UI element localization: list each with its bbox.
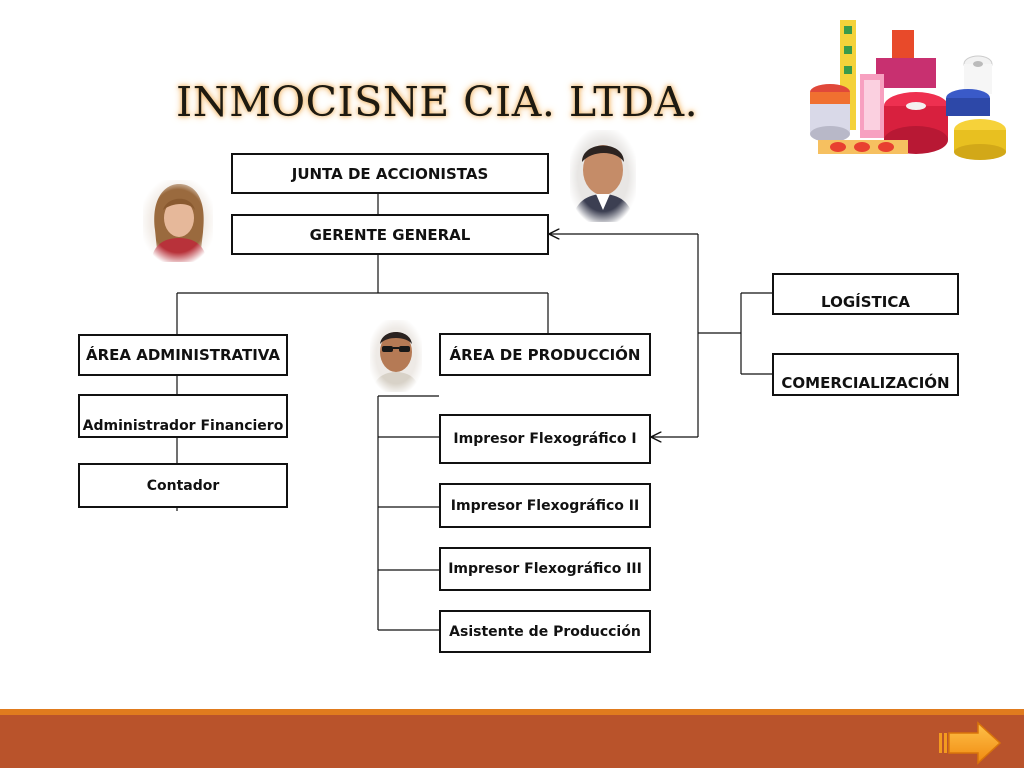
accountant-box: Contador — [78, 463, 288, 508]
man-portrait — [570, 130, 636, 222]
right-arrow-icon — [939, 721, 1002, 765]
label-rolls-product-photo — [808, 18, 1008, 160]
flexographic-printer-3-box: Impresor Flexográfico III — [439, 547, 651, 591]
woman-portrait — [143, 180, 213, 262]
flexographic-printer-2-box: Impresor Flexográfico II — [439, 483, 651, 528]
production-area-box: ÁREA DE PRODUCCIÓN — [439, 333, 651, 376]
production-assistant-box: Asistente de Producción — [439, 610, 651, 653]
logistics-box: LOGÍSTICA — [772, 273, 959, 315]
general-manager-box: GERENTE GENERAL — [231, 214, 549, 255]
slide-title: INMOCISNE CIA. LTDA. — [176, 78, 699, 126]
administrative-area-box: ÁREA ADMINISTRATIVA — [78, 334, 288, 376]
commercialization-box: COMERCIALIZACIÓN — [772, 353, 959, 396]
financial-administrator-box: Administrador Financiero — [78, 394, 288, 438]
board-of-shareholders-box: JUNTA DE ACCIONISTAS — [231, 153, 549, 194]
bottom-bar — [0, 715, 1024, 768]
flexographic-printer-1-box: Impresor Flexográfico I — [439, 414, 651, 464]
man-sunglasses-portrait — [370, 320, 422, 392]
next-slide-button[interactable] — [936, 720, 1004, 766]
bottom-accent-bar — [0, 709, 1024, 715]
